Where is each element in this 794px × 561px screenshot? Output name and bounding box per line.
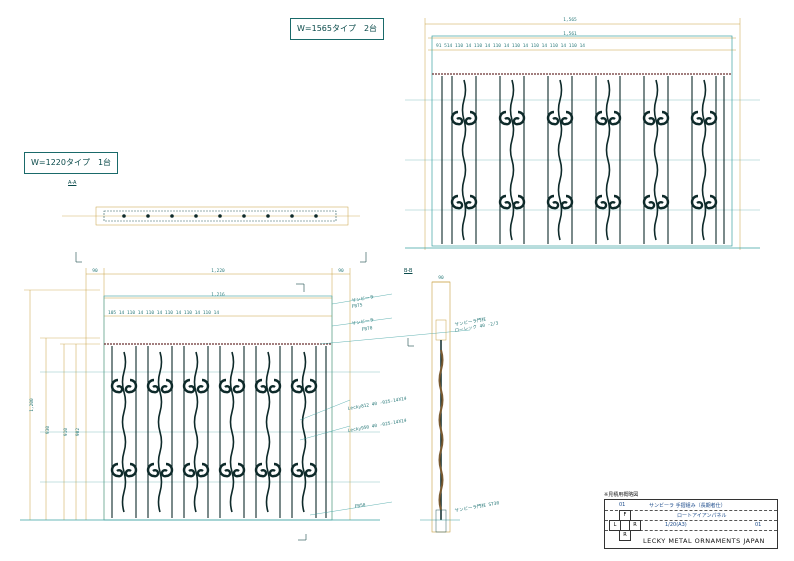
title-row3-scale: 1/20(A3) bbox=[665, 522, 687, 528]
dim-bb-width: 90 bbox=[438, 275, 444, 281]
title-row-3: 1/20(A3) 01 bbox=[605, 522, 777, 531]
leader-label-1: FB75 bbox=[351, 302, 363, 310]
panel-1565-view: 1,565 1,561 91 514 110 14 110 14 110 14 … bbox=[405, 17, 760, 250]
box-l: L bbox=[609, 520, 621, 531]
leader-label-6: Lecky812 40 -025-14X14 bbox=[347, 396, 407, 412]
dim-1565-pitch: 91 514 110 14 110 14 110 14 110 14 110 1… bbox=[436, 43, 585, 49]
dim-1565-overall: 1,565 bbox=[563, 17, 577, 23]
title-row1-num: 01 bbox=[619, 502, 626, 508]
company-name: LECKY METAL ORNAMENTS JAPAN bbox=[643, 537, 765, 545]
dim-1220-overall: 1,220 bbox=[211, 268, 225, 274]
scroll-ornaments-1565 bbox=[450, 110, 718, 210]
leader-label-8: FB50 bbox=[354, 502, 366, 510]
title-row-1: 01 サンビーラ 手摺組み（長期者仕） bbox=[605, 502, 777, 511]
dim-height-a: 930 bbox=[45, 426, 51, 434]
title-row3-sheet: 01 bbox=[755, 522, 762, 528]
leader-label-2: サンビーラ bbox=[351, 316, 374, 327]
leader-label-9: サンビーラ門柱 ST30 bbox=[454, 499, 500, 514]
dim-1220-right: 90 bbox=[338, 268, 344, 274]
leader-label-7: Lecky950 40 -025-14X14 bbox=[347, 418, 407, 434]
scroll-ornaments-1220 bbox=[110, 378, 318, 478]
box-r2: R bbox=[619, 530, 631, 541]
title-row-2: ロートアイアンパネル bbox=[605, 512, 777, 521]
box-f: F bbox=[619, 510, 631, 521]
title-row2-name: ロートアイアンパネル bbox=[677, 513, 727, 519]
leader-label-3: FB70 bbox=[361, 325, 373, 333]
box-r1: R bbox=[629, 520, 641, 531]
title-w1220: W=1220タイプ 1台 bbox=[24, 152, 119, 174]
title-row1-name: サンビーラ 手摺組み（長期者仕） bbox=[649, 503, 726, 509]
dim-height-total: 1,200 bbox=[29, 398, 35, 412]
title-w1565: W=1565タイプ 2台 bbox=[290, 18, 385, 40]
estimate-note: ※見積用概略図 bbox=[604, 492, 639, 498]
title-block: 01 サンビーラ 手摺組み（長期者仕） ロートアイアンパネル 1/20(A3) … bbox=[604, 499, 778, 549]
dim-1220-pitch: 105 14 110 14 110 14 110 14 110 14 110 1… bbox=[108, 310, 219, 316]
section-label-bb: B-B bbox=[404, 268, 413, 274]
panel-1220-view: 90 1,220 90 1,216 105 14 110 14 110 14 1… bbox=[20, 268, 500, 541]
dim-1220-left: 90 bbox=[92, 268, 98, 274]
section-label-aa: A-A bbox=[68, 180, 77, 186]
leader-label-0: サンビーラ bbox=[351, 293, 374, 304]
dim-1565-inner: 1,561 bbox=[563, 31, 577, 37]
section-aa-plan bbox=[62, 206, 367, 263]
section-bb-side: 90 bbox=[420, 275, 460, 533]
dim-1220-inner: 1,216 bbox=[211, 292, 225, 298]
